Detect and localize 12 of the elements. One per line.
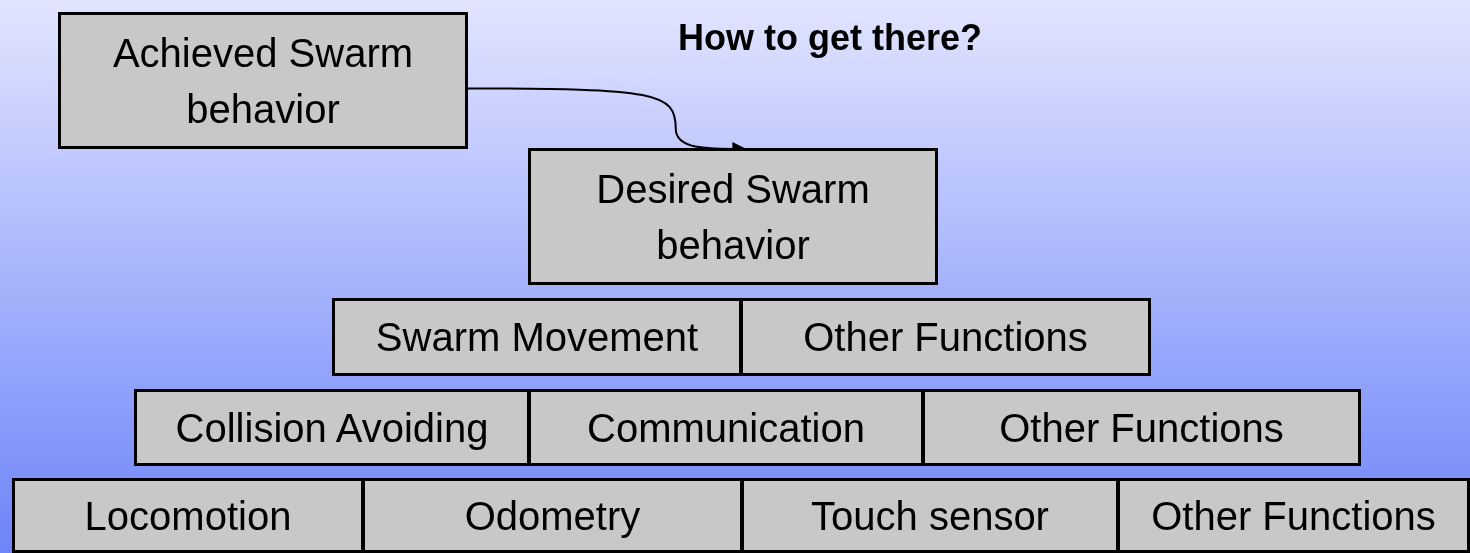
text-box: Swarm Movement: [332, 298, 742, 376]
text-box: Collision Avoiding: [134, 389, 530, 466]
text-box: Other Functions: [1117, 478, 1470, 553]
text-box: Touch sensor: [741, 478, 1119, 553]
text-box: Communication: [528, 389, 924, 466]
text-box: Other Functions: [740, 298, 1151, 376]
text-box: Odometry: [362, 478, 743, 553]
text-box: Desired Swarm behavior: [528, 148, 938, 285]
text-box: Locomotion: [12, 478, 364, 553]
text-box: Achieved Swarm behavior: [58, 12, 468, 149]
text-box: Other Functions: [922, 389, 1361, 466]
title: How to get there?: [677, 16, 983, 60]
